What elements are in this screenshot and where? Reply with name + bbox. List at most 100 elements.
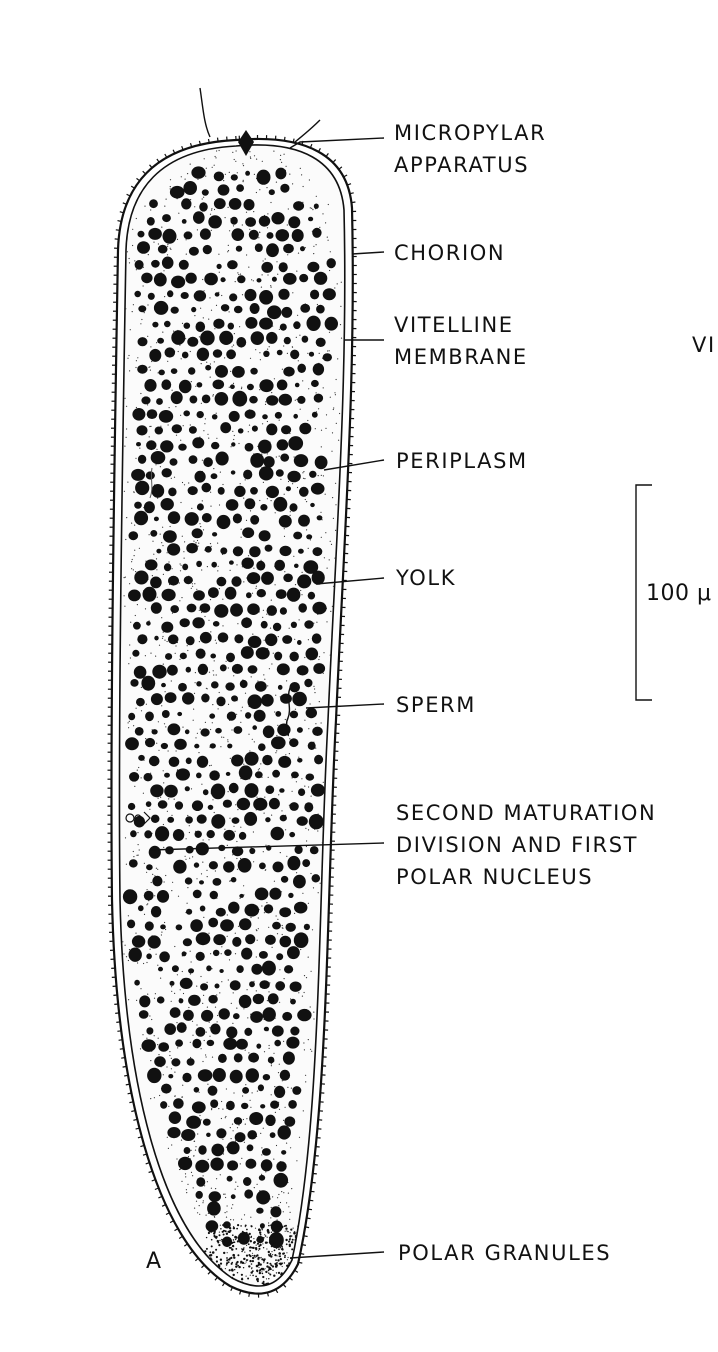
yolk-granule [231, 817, 240, 824]
stipple-dot [237, 925, 240, 927]
yolk-granule [127, 802, 136, 811]
stipple-dot [258, 1249, 260, 1251]
yolk-granule [200, 983, 209, 991]
yolk-granule [245, 317, 258, 329]
stipple-dot [267, 213, 269, 215]
stipple-dot [218, 504, 221, 506]
stipple-dot [259, 389, 261, 391]
stipple-dot [287, 1256, 289, 1259]
polar-granule [249, 1259, 252, 1263]
scale-bar: 100 μ [635, 484, 711, 701]
yolk-granule [203, 457, 213, 468]
stipple-dot [249, 750, 251, 752]
yolk-granule [219, 664, 227, 672]
stipple-dot [206, 981, 208, 984]
stipple-dot [185, 1189, 187, 1191]
yolk-granule [289, 738, 299, 748]
polar-granule [266, 1262, 269, 1264]
yolk-granule [250, 453, 265, 468]
yolk-granule [228, 410, 240, 422]
stipple-dot [203, 158, 205, 160]
stipple-dot [257, 769, 259, 771]
yolk-granule [167, 723, 181, 736]
yolk-granule [170, 605, 179, 614]
polar-granule [227, 1261, 230, 1264]
yolk-granule [195, 951, 205, 962]
stipple-dot [169, 188, 171, 190]
yolk-granule [216, 1128, 227, 1139]
chorion-spine [119, 211, 124, 214]
stipple-dot [255, 956, 257, 958]
polar-granule [245, 1254, 249, 1257]
stipple-dot [213, 468, 215, 470]
yolk-granule [181, 351, 189, 359]
stipple-dot [136, 854, 138, 856]
polar-granule [252, 1256, 255, 1260]
stipple-dot [126, 405, 128, 407]
stipple-dot [145, 703, 147, 705]
stipple-dot [149, 1015, 151, 1017]
yolk-granule [170, 391, 183, 405]
polar-granule [235, 1265, 238, 1268]
chorion-spine [266, 1292, 269, 1297]
polar-granule [233, 1256, 236, 1259]
stipple-dot [166, 254, 169, 256]
stipple-dot [170, 680, 172, 682]
stipple-dot [234, 1188, 236, 1190]
stipple-dot [209, 1035, 211, 1037]
chorion-spine [282, 1283, 287, 1288]
stipple-dot [328, 331, 331, 333]
yolk-granule [247, 694, 262, 709]
stipple-dot [123, 953, 125, 955]
polar-granule [230, 1256, 233, 1259]
yolk-granule [195, 932, 211, 946]
stipple-dot [308, 388, 310, 390]
stipple-dot [256, 158, 258, 160]
stipple-dot [252, 633, 254, 635]
yolk-granule [260, 620, 268, 629]
stipple-dot [180, 358, 182, 360]
yolk-granule [289, 981, 302, 992]
yolk-granule [184, 729, 190, 735]
stipple-dot [305, 845, 307, 848]
yolk-granule [137, 337, 148, 347]
chorion-spine [289, 1277, 293, 1281]
stipple-dot [240, 536, 242, 538]
stipple-dot [283, 1040, 285, 1042]
yolk-granule [199, 202, 208, 212]
stipple-dot [131, 561, 133, 563]
yolk-granule [207, 804, 214, 810]
stipple-dot [294, 584, 297, 586]
yolk-granule [145, 711, 154, 722]
polar-granule [253, 1254, 256, 1257]
yolk-granule [178, 379, 192, 394]
yolk-granule [266, 605, 277, 616]
stipple-dot [254, 1227, 257, 1229]
yolk-granule [174, 738, 187, 750]
stipple-dot [162, 631, 164, 633]
stipple-dot [222, 1108, 224, 1110]
stipple-dot [207, 433, 209, 435]
polar-granule [240, 1260, 243, 1264]
yolk-granule [209, 713, 216, 719]
stipple-dot [261, 160, 263, 162]
yolk-granule [196, 755, 209, 768]
polar-granule [264, 1235, 267, 1237]
stipple-dot [247, 555, 250, 557]
polar-granule [275, 1272, 278, 1274]
stipple-dot [171, 890, 173, 892]
yolk-granule [209, 770, 220, 781]
stipple-dot [259, 352, 261, 354]
yolk-granule [236, 337, 247, 348]
yolk-granule [171, 275, 186, 289]
yolk-granule [138, 754, 145, 761]
polar-granule [262, 1275, 265, 1279]
polar-granule [256, 1238, 259, 1241]
stipple-dot [135, 571, 137, 573]
yolk-granule [179, 977, 193, 990]
stipple-dot [141, 318, 143, 321]
yolk-granule [313, 663, 326, 674]
stipple-dot [155, 464, 157, 466]
stipple-dot [239, 483, 241, 485]
stipple-dot [162, 770, 164, 772]
